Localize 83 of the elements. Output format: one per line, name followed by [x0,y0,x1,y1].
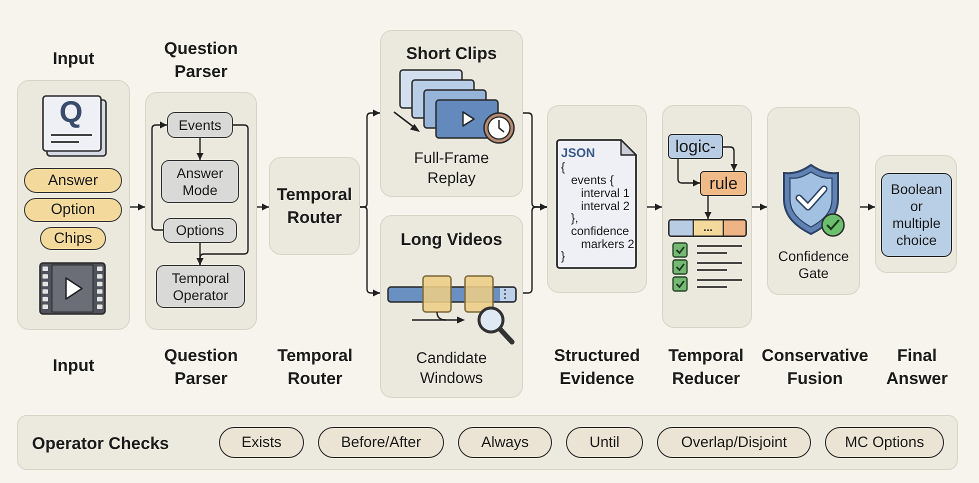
code-line: JSON [561,146,596,160]
step-caption: Temporal Reducer [667,345,745,390]
segmented-bar [668,219,747,237]
panel-card [380,30,523,197]
box-label: rule [709,174,738,193]
code-line: confidence [571,224,630,238]
pill-label: Until [589,434,620,452]
code-line: interval 2 [581,200,630,212]
code-line: markers 2 [581,238,634,250]
arrow [196,138,204,160]
step-caption: Conservative Fusion [760,345,870,390]
arrow [723,146,738,171]
arrow [677,159,700,186]
answer-box [881,173,952,257]
panel-card [380,215,523,398]
pill-label: Overlap/Disjoint [681,434,787,452]
arrow [360,206,380,296]
process-box [161,160,239,203]
arrow [704,196,712,219]
step-caption: Structured Evidence [553,345,641,390]
panel-label: Confidence Gate [777,248,850,282]
code-line: { [561,160,566,174]
code-line: }, [571,212,578,224]
box-label: Boolean or multiple choice [890,181,944,249]
panel-label: Full-Frame Replay [413,149,490,189]
arrow [196,243,204,265]
document-shape [42,95,107,157]
ellipsis-text: ... [703,222,713,234]
box-label: Temporal Operator [170,270,230,304]
process-box [156,265,245,308]
process-box [167,112,233,138]
arrow [523,204,547,294]
box-label: Events [178,116,222,134]
arrow [647,204,662,210]
arrow [860,204,875,210]
code-line: events { [571,174,614,186]
tag-pill [657,427,811,458]
tag-pill [318,427,444,458]
step-caption: Temporal Router [276,345,354,390]
panel-heading: Question Parser [163,38,239,83]
arrow [151,122,167,231]
pill-label: Answer [48,172,98,190]
process-box [668,134,723,159]
pill-label: Chips [54,230,92,248]
pill-label: Always [481,434,529,452]
box-label: Answer Mode [176,164,224,198]
tag-pill [458,427,552,458]
panel-card [269,157,360,255]
panel-card [875,155,957,273]
arrow [752,204,767,210]
panel-heading: Input [52,48,94,70]
panel-card [767,107,860,295]
tag-pill [566,427,643,458]
panel-heading: Long Videos [400,228,502,250]
box-label: Options [176,222,224,239]
pill-label: Option [50,201,96,219]
step-caption: Final Answer [885,345,949,390]
panel-label: Candidate Windows [415,349,488,389]
step-caption: Question Parser [163,345,239,390]
panel-heading: Short Clips [406,42,497,64]
tag-pill [219,427,304,458]
box-label: logic- [675,137,716,156]
code-line: interval 1 [581,186,630,200]
tag-pill [24,168,122,193]
tag-pill [24,198,122,222]
arrow [130,204,145,210]
code-line: } [561,250,566,262]
step-caption: Input [52,354,94,376]
panel-heading: Temporal Router [276,184,354,229]
pill-label: Exists [241,434,282,452]
arrow [257,204,269,210]
operator-bar [17,415,958,470]
tag-pill [825,427,944,458]
bar-heading: Operator Checks [32,432,169,454]
pill-label: MC Options [844,434,924,452]
panel-card [662,105,752,328]
pill-label: Before/After [340,434,422,452]
process-box [163,218,237,243]
process-box [700,171,747,196]
panel-card [547,105,647,293]
tag-pill [40,227,106,250]
document-shape [555,138,638,270]
document-letter: Q [59,97,83,129]
